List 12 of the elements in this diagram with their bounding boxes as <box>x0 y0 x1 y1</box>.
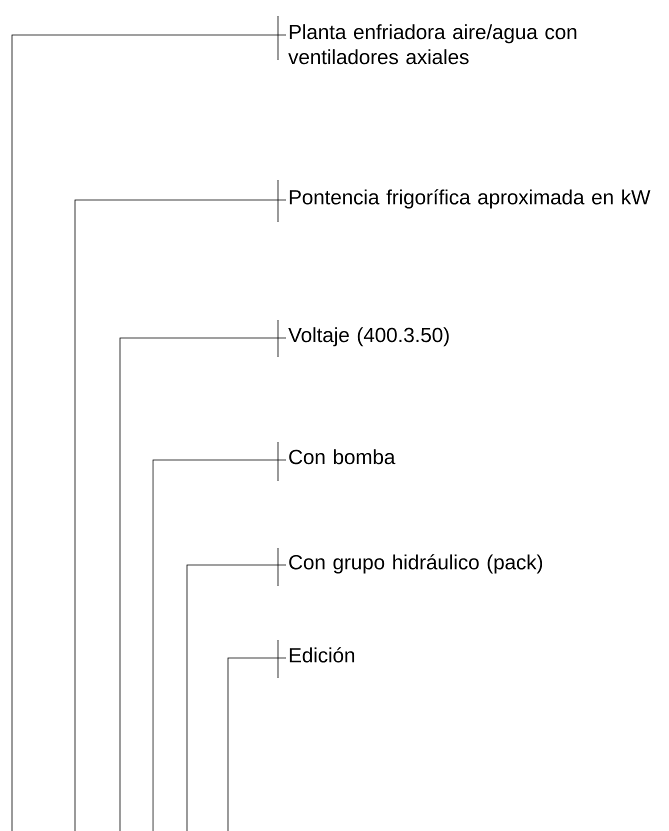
leader-line <box>228 658 286 831</box>
designation-label: Con grupo hidráulico (pack) <box>289 554 542 574</box>
leader-line <box>74 200 286 831</box>
designation-label: Con bomba <box>289 449 396 464</box>
leader-line <box>152 460 286 831</box>
leader-line <box>186 564 286 831</box>
designation-label: Planta enfriadora aire/agua con ventiladores axiales <box>288 24 576 64</box>
designation-label: Voltaje (400.3.50) <box>288 327 449 346</box>
designation-label: Pontencia frigorífica aproximada en kW <box>290 189 650 209</box>
leader-line <box>120 338 286 831</box>
designation-label: Edición <box>290 647 354 662</box>
leader-line <box>12 34 286 831</box>
